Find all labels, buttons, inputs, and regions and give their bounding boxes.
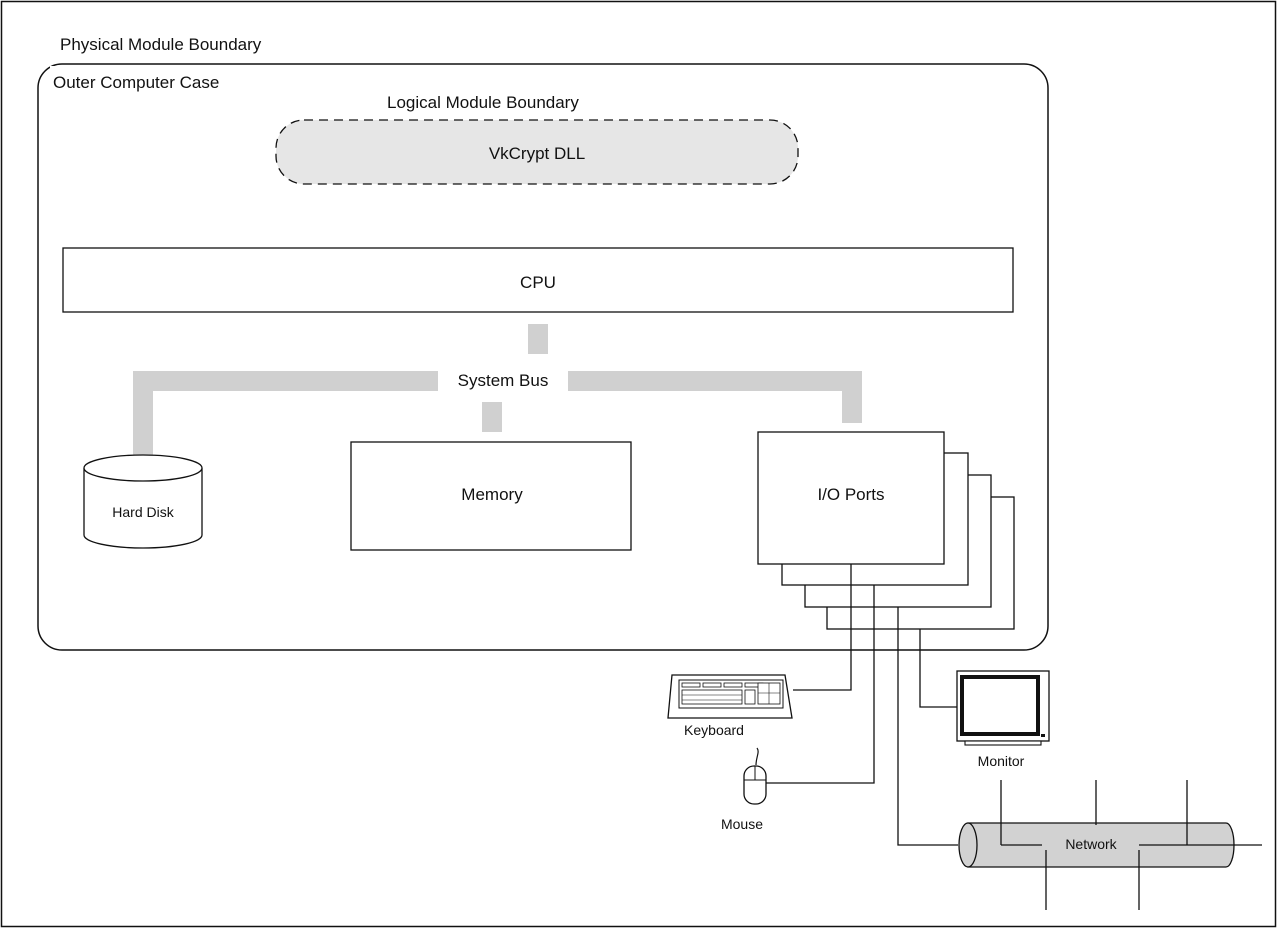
keyboard-icon (667, 674, 793, 719)
monitor-label: Monitor (978, 753, 1025, 769)
keyboard-label: Keyboard (684, 722, 744, 738)
memory-label: Memory (461, 485, 523, 504)
cpu-label: CPU (520, 273, 556, 292)
hard-disk-label: Hard Disk (112, 504, 174, 520)
cpu-box (62, 247, 1014, 313)
dll-label: VkCrypt DLL (489, 144, 585, 163)
mouse-label: Mouse (721, 816, 763, 832)
mouse-icon (743, 747, 767, 805)
outer-computer-case (37, 63, 1049, 651)
network-label: Network (1065, 836, 1117, 852)
outer-computer-case-label: Outer Computer Case (53, 73, 219, 92)
io-ports-stack (757, 431, 1015, 630)
monitor-icon (956, 670, 1050, 746)
io-ports-label: I/O Ports (817, 485, 884, 504)
logical-module-boundary-label: Logical Module Boundary (387, 93, 579, 112)
physical-module-boundary-label: Physical Module Boundary (60, 35, 262, 54)
memory-box (350, 441, 632, 551)
system-bus (133, 324, 862, 461)
outer-computer-case-label-bg (50, 66, 312, 94)
hard-disk (83, 454, 203, 549)
logical-module-boundary (275, 119, 799, 185)
io-wires (766, 564, 958, 846)
system-bus-label: System Bus (458, 371, 549, 390)
system-bus-label-bg (438, 364, 568, 394)
network-icon (958, 780, 1262, 910)
